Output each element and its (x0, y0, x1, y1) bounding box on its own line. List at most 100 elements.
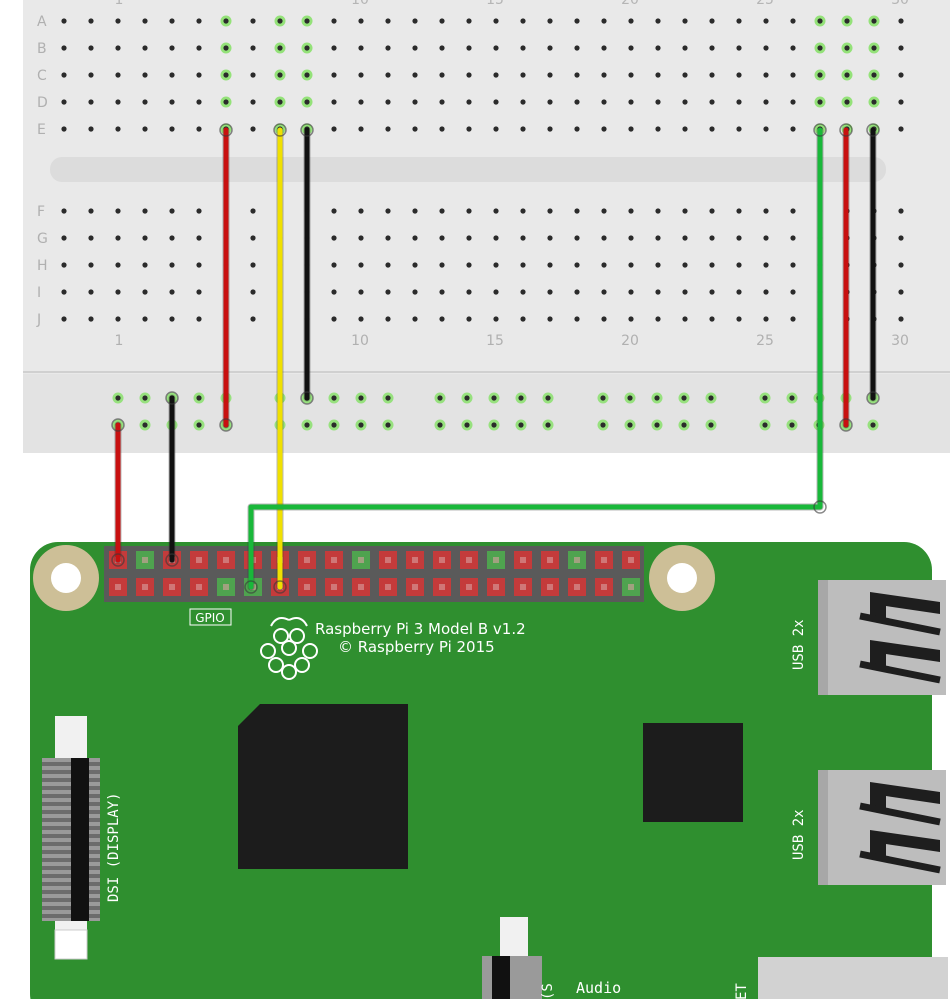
breadboard-hole (358, 235, 364, 241)
rail-hole (708, 395, 714, 401)
breadboard-hole (358, 289, 364, 295)
breadboard-hole (88, 72, 94, 78)
breadboard-hole (790, 72, 796, 78)
gpio-pin-core (574, 557, 580, 563)
breadboard-hole (655, 235, 661, 241)
breadboard-hole (142, 235, 148, 241)
breadboard-hole (898, 316, 904, 322)
ethernet-label-partial: ET (734, 983, 750, 999)
breadboard-hole (304, 72, 310, 78)
breadboard-hole (574, 208, 580, 214)
breadboard-hole (358, 208, 364, 214)
row-label-g: G (37, 231, 48, 247)
breadboard-hole (574, 235, 580, 241)
breadboard-hole (736, 72, 742, 78)
breadboard-hole (763, 316, 769, 322)
breadboard-hole (115, 126, 121, 132)
breadboard-hole (439, 45, 445, 51)
gpio-pin-core (520, 557, 526, 563)
breadboard-hole (169, 126, 175, 132)
breadboard-hole (628, 126, 634, 132)
breadboard-hole (277, 99, 283, 105)
breadboard-hole (871, 45, 877, 51)
rail-hole (762, 395, 768, 401)
breadboard-hole (844, 18, 850, 24)
breadboard-hole (250, 126, 256, 132)
breadboard-hole (817, 99, 823, 105)
gpio-pin-core (412, 557, 418, 563)
breadboard-hole (277, 18, 283, 24)
breadboard-power-rail (23, 374, 950, 453)
breadboard-hole (601, 45, 607, 51)
breadboard-hole (277, 45, 283, 51)
breadboard-hole (169, 316, 175, 322)
breadboard-hole (466, 316, 472, 322)
dsi-connector (42, 716, 100, 960)
breadboard-hole (871, 72, 877, 78)
breadboard-hole (142, 126, 148, 132)
breadboard-hole (412, 45, 418, 51)
breadboard-hole (358, 72, 364, 78)
rail-hole (385, 395, 391, 401)
breadboard-hole (61, 126, 67, 132)
rail-hole (142, 422, 148, 428)
breadboard-hole (439, 316, 445, 322)
column-number-10: 10 (351, 333, 369, 349)
breadboard-hole (790, 18, 796, 24)
wire-end (866, 391, 880, 405)
breadboard-hole (682, 316, 688, 322)
breadboard-hole (493, 262, 499, 268)
breadboard-hole (196, 316, 202, 322)
breadboard-hole (412, 262, 418, 268)
breadboard-hole (547, 72, 553, 78)
wire-end (273, 123, 287, 137)
breadboard-hole (682, 18, 688, 24)
breadboard-hole (169, 72, 175, 78)
breadboard-hole (601, 72, 607, 78)
gpio-pin-core (385, 557, 391, 563)
breadboard-hole (817, 45, 823, 51)
rail-hole (518, 422, 524, 428)
rail-hole (304, 422, 310, 428)
breadboard-hole (250, 45, 256, 51)
gpio-pin-core (358, 584, 364, 590)
breadboard-hole (763, 126, 769, 132)
breadboard-hole (547, 208, 553, 214)
breadboard-hole (142, 262, 148, 268)
breadboard-hole (898, 126, 904, 132)
breadboard-hole (61, 289, 67, 295)
gpio-pin-core (466, 584, 472, 590)
breadboard-hole (655, 126, 661, 132)
wire-end (111, 553, 125, 567)
breadboard-hole (763, 99, 769, 105)
rail-hole (196, 395, 202, 401)
breadboard-hole (790, 208, 796, 214)
breadboard-hole (493, 316, 499, 322)
breadboard-hole (763, 45, 769, 51)
breadboard-hole (439, 235, 445, 241)
breadboard-hole (574, 316, 580, 322)
board-copyright-text: © Raspberry Pi 2015 (338, 638, 495, 656)
rail-hole (654, 422, 660, 428)
breadboard-hole (520, 72, 526, 78)
breadboard-hole (601, 18, 607, 24)
breadboard-hole (196, 262, 202, 268)
breadboard-hole (115, 316, 121, 322)
breadboard-hole (736, 18, 742, 24)
breadboard-hole (250, 72, 256, 78)
breadboard-hole (574, 72, 580, 78)
rail-hole (437, 395, 443, 401)
breadboard-hole (817, 18, 823, 24)
breadboard-hole (520, 235, 526, 241)
gpio-pin-core (223, 557, 229, 563)
breadboard-hole (331, 99, 337, 105)
breadboard-hole (88, 235, 94, 241)
breadboard-hole (790, 126, 796, 132)
gpio-pin-core (223, 584, 229, 590)
breadboard-hole (682, 289, 688, 295)
gpio-pin-core (385, 584, 391, 590)
breadboard-hole (520, 316, 526, 322)
breadboard-hole (196, 126, 202, 132)
row-label-a: A (37, 14, 47, 30)
audio-label: Audio (576, 979, 621, 997)
